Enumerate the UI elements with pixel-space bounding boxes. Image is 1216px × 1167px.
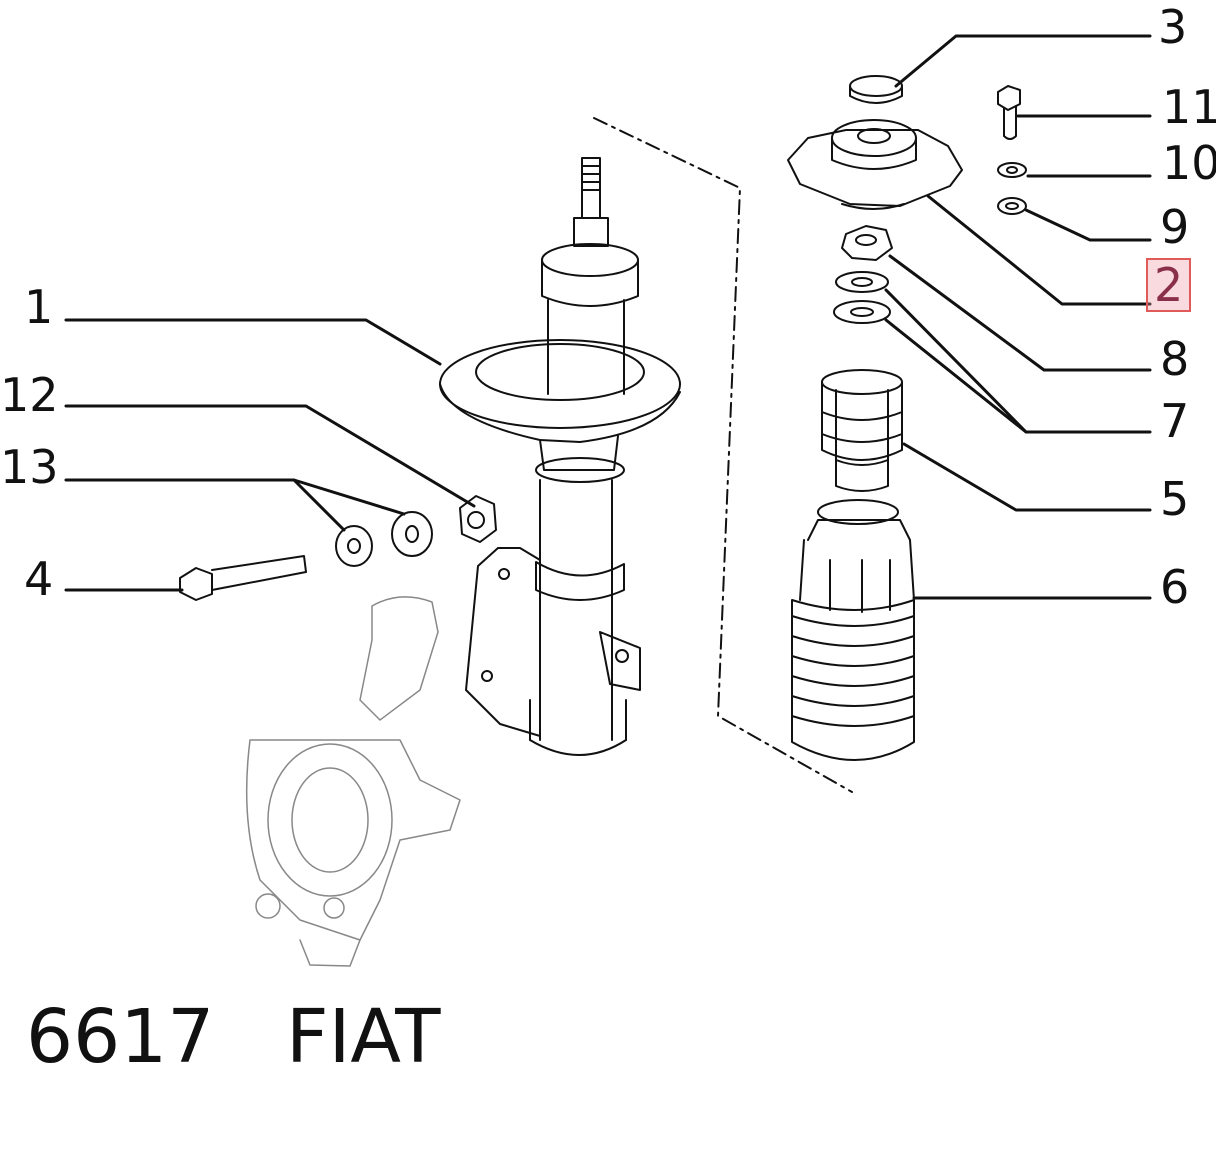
cap-part-3 — [849, 75, 903, 104]
callout-5[interactable]: 5 — [1160, 472, 1190, 526]
top-mount-part-2 — [787, 119, 963, 210]
callout-7[interactable]: 7 — [1160, 394, 1190, 448]
nut-part-12 — [459, 495, 497, 543]
steering-knuckle — [245, 596, 461, 967]
callout-13[interactable]: 13 — [0, 440, 59, 494]
nut-part-8 — [841, 225, 893, 261]
washer-part-9 — [997, 197, 1027, 215]
callout-2[interactable]: 2 — [1145, 258, 1192, 312]
dust-boot-part-6 — [791, 499, 915, 761]
leader-lines — [64, 34, 1152, 600]
bolt-part-4 — [179, 555, 307, 601]
callout-4[interactable]: 4 — [24, 552, 54, 606]
callout-11[interactable]: 11 — [1162, 80, 1216, 134]
washers-part-7 — [833, 271, 891, 324]
diagram-code: 6617 — [26, 994, 215, 1080]
shock-absorber-strut — [439, 157, 681, 756]
callout-9[interactable]: 9 — [1160, 200, 1190, 254]
callout-10[interactable]: 10 — [1162, 136, 1216, 190]
bump-stop-part-5 — [821, 369, 903, 492]
callout-8[interactable]: 8 — [1160, 332, 1190, 386]
assembly-outline — [593, 117, 853, 793]
callout-1[interactable]: 1 — [24, 280, 54, 334]
brand-name: FIAT — [286, 994, 441, 1080]
bolt-part-11 — [997, 85, 1021, 140]
washers-part-13 — [335, 511, 433, 567]
callout-12[interactable]: 12 — [0, 368, 59, 422]
washer-part-10 — [997, 162, 1027, 178]
callout-3[interactable]: 3 — [1158, 0, 1188, 54]
callout-6[interactable]: 6 — [1160, 560, 1190, 614]
